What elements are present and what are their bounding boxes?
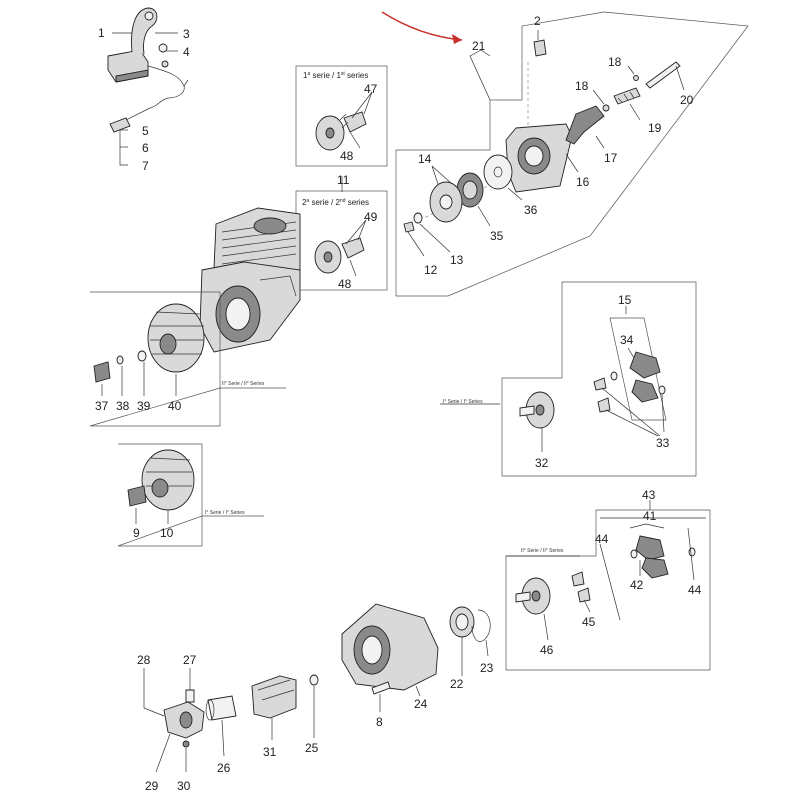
callout-29: 29 (145, 779, 159, 793)
callout-12: 12 (424, 263, 438, 277)
callout-16: 16 (576, 175, 590, 189)
clutch-series-i-label: I° Serie / I° Series (443, 399, 483, 405)
screw-part (533, 39, 547, 57)
bushing-part (207, 695, 237, 721)
clutch-shoe-part (629, 351, 661, 379)
callout-48-second: 48 (338, 277, 352, 291)
callout-20: 20 (680, 93, 694, 107)
callout-27: 27 (183, 653, 197, 667)
clutch-series-ii-label: II° Serie / II° Series (521, 548, 564, 554)
callout-32: 32 (535, 456, 549, 470)
callout-42: 42 (630, 578, 644, 592)
callout-35: 35 (490, 229, 504, 243)
callout-19: 19 (648, 121, 662, 135)
second-series-label: 2a serie / 2nd series (302, 198, 369, 207)
callout-39: 39 (137, 399, 151, 413)
callout-36: 36 (524, 203, 538, 217)
callout-25: 25 (305, 741, 319, 755)
red-pointer-arrow (381, 11, 463, 44)
callout-44-right: 44 (688, 583, 702, 597)
callout-6: 6 (142, 141, 149, 155)
shaft-parts-group: 8 25 31 26 27 28 30 29 (137, 653, 391, 793)
flywheel-part (147, 303, 205, 373)
flywheel-first-series-group: I° Serie / I° Series 9 10 (117, 443, 264, 547)
callout-43: 43 (642, 488, 656, 502)
starter-handle-part (565, 105, 605, 145)
callout-11: 11 (337, 173, 350, 187)
starter-assembly-group: 21 2 16 17 18 18 19 20 (395, 11, 749, 297)
callout-47: 47 (364, 82, 378, 96)
callout-48-first: 48 (340, 149, 354, 163)
callout-3: 3 (183, 27, 190, 41)
callout-22: 22 (450, 677, 464, 691)
snap-ring-part (471, 609, 491, 642)
callout-9: 9 (133, 526, 140, 540)
callout-31: 31 (263, 745, 277, 759)
spark-plug-part (109, 117, 131, 133)
clutch-series-boxes: 1a serie / 1st series 47 48 11 2a serie … (295, 65, 388, 291)
bolt-part (371, 681, 391, 695)
callout-41: 41 (643, 509, 657, 523)
callout-1: 1 (98, 26, 105, 40)
callout-33: 33 (656, 436, 670, 450)
callout-34: 34 (620, 333, 634, 347)
callout-10: 10 (160, 526, 174, 540)
first-series-label: 1a serie / 1st series (303, 71, 368, 80)
coupling-part (251, 675, 297, 719)
ignition-coil-group: 1 3 4 5 6 7 (98, 7, 190, 173)
callout-14: 14 (418, 152, 432, 166)
flywheel-series-ii-label: II° Serie / II° Series (222, 381, 265, 387)
callout-37: 37 (95, 399, 109, 413)
spark-plug-cap-part (158, 43, 168, 53)
callout-5: 5 (142, 124, 149, 138)
callout-17: 17 (604, 151, 618, 165)
callout-8: 8 (376, 715, 383, 729)
clutch-shoe-second-part (635, 535, 665, 561)
callout-21: 21 (472, 39, 486, 53)
callout-28: 28 (137, 653, 151, 667)
callout-26: 26 (217, 761, 231, 775)
pin-part (645, 61, 681, 89)
callout-30: 30 (177, 779, 191, 793)
callout-38: 38 (116, 399, 130, 413)
callout-2: 2 (534, 14, 541, 28)
clutch-second-series-group: II° Serie / II° Series 46 43 41 42 44 44… (505, 488, 711, 671)
callout-13: 13 (450, 253, 464, 267)
callout-49: 49 (364, 210, 378, 224)
callout-45: 45 (582, 615, 596, 629)
callout-4: 4 (183, 45, 190, 59)
callout-44-left: 44 (595, 532, 609, 546)
callout-18-right: 18 (608, 55, 622, 69)
spring-part (613, 87, 641, 105)
callout-46: 46 (540, 643, 554, 657)
clutch-first-series-group: I° Serie / I° Series 32 15 34 33 (440, 281, 697, 477)
callout-23: 23 (480, 661, 494, 675)
callout-15: 15 (618, 293, 632, 307)
flywheel-second-series-group: II° Serie / II° Series 37 38 39 40 (89, 291, 286, 427)
callout-18-left: 18 (575, 79, 589, 93)
callout-7: 7 (142, 159, 149, 173)
bell-housing-group: 24 22 23 (341, 603, 494, 711)
callout-40: 40 (168, 399, 182, 413)
flywheel-series-i-label: I° Serie / I° Series (205, 510, 245, 516)
callout-24: 24 (414, 697, 428, 711)
washer-part (483, 154, 513, 190)
engine-block-part (199, 207, 301, 353)
